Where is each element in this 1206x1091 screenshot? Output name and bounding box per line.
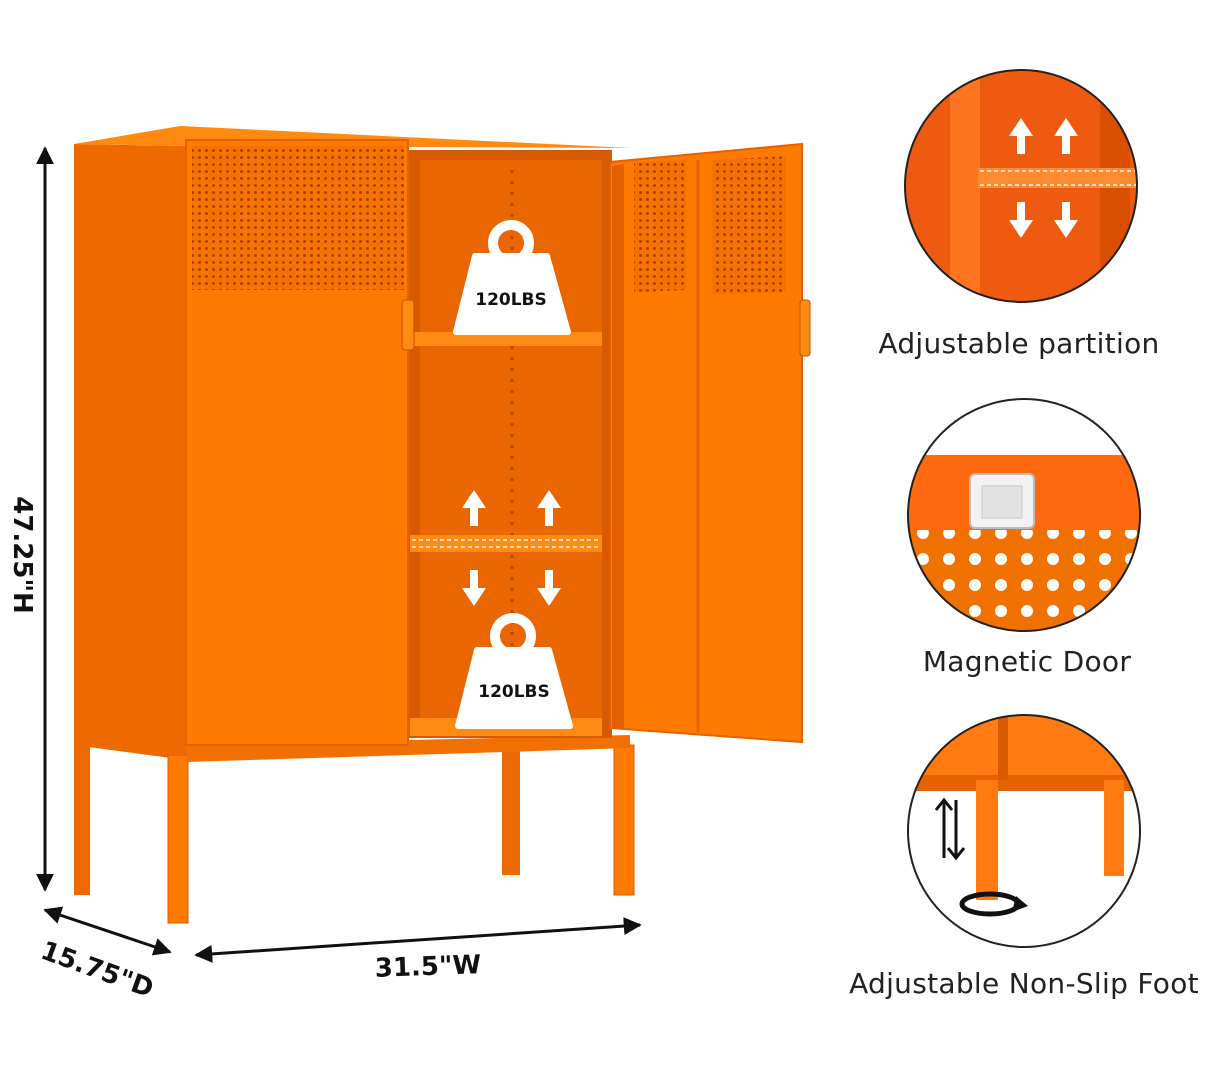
door-right-handle bbox=[799, 299, 811, 357]
feature-partition-closeup bbox=[904, 69, 1138, 303]
cabinet bbox=[74, 126, 811, 924]
leg-back-left bbox=[74, 745, 90, 895]
feature-foot-closeup bbox=[907, 714, 1141, 948]
arrow-up-icon bbox=[1054, 118, 1078, 154]
door-left-handle bbox=[401, 299, 415, 351]
door-right-vent-left bbox=[634, 160, 686, 292]
width-dimension-line bbox=[194, 917, 642, 963]
depth-dimension-line bbox=[43, 906, 172, 956]
arrow-down-icon bbox=[1054, 202, 1078, 238]
leg-front-left bbox=[167, 754, 189, 924]
height-label: 47.25"H bbox=[7, 496, 37, 614]
up-down-arrows-icon bbox=[934, 797, 966, 861]
leg-back-right bbox=[502, 745, 520, 875]
shelf-upper bbox=[410, 332, 602, 346]
door-right-vent-right bbox=[712, 156, 786, 294]
arrow-down-icon bbox=[462, 570, 486, 606]
caption-magnetic-door: Magnetic Door bbox=[922, 645, 1132, 678]
arrow-up-icon bbox=[537, 490, 561, 526]
weight-icon-lower: 120LBS bbox=[455, 613, 573, 729]
feature-magnet-closeup bbox=[907, 398, 1141, 632]
shelf-adjustable bbox=[410, 535, 602, 552]
rotate-icon bbox=[959, 891, 1028, 917]
weight-label-upper: 120LBS bbox=[475, 290, 547, 310]
cabinet-side bbox=[74, 144, 186, 760]
width-label: 31.5"W bbox=[374, 950, 482, 984]
arrow-up-icon bbox=[1009, 118, 1033, 154]
arrow-down-icon bbox=[537, 570, 561, 606]
arrow-down-icon bbox=[1009, 202, 1033, 238]
door-right bbox=[609, 142, 803, 744]
caption-adjustable-partition: Adjustable partition bbox=[878, 327, 1160, 360]
arrow-up-icon bbox=[462, 490, 486, 526]
door-left-vent bbox=[192, 146, 404, 290]
weight-label-lower: 120LBS bbox=[478, 682, 550, 702]
leg-front-right bbox=[613, 744, 635, 896]
dimension-lines bbox=[36, 146, 642, 963]
weight-icon-upper: 120LBS bbox=[453, 220, 571, 335]
caption-adjustable-foot: Adjustable Non-Slip Foot bbox=[849, 967, 1199, 1000]
shelf-adjust-arrows bbox=[462, 490, 561, 606]
